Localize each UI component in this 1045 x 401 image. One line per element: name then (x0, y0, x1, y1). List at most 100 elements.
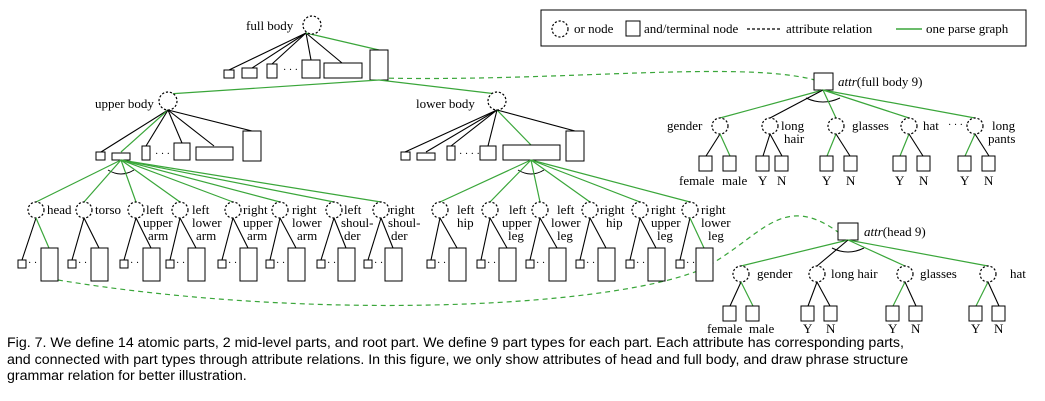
lower-body-tree: lower body · · · · (400, 91, 691, 203)
svg-text:left: left (192, 202, 210, 217)
svg-text:upper: upper (243, 215, 273, 230)
head-or-node (27, 201, 45, 219)
svg-text:lower: lower (292, 215, 322, 230)
attr-head-gender-label: gender (757, 266, 793, 281)
svg-text:· · · ·: · · · · (327, 258, 348, 269)
svg-text:· · · ·: · · · · (487, 258, 508, 269)
svg-text:N: N (911, 321, 921, 335)
svg-text:der: der (344, 228, 361, 243)
left-upper-arm-or-node (127, 201, 145, 219)
svg-text:Y: Y (888, 321, 898, 335)
legend-and-node-label: and/terminal node (644, 21, 738, 36)
attr-head-hat-label: hat (1010, 266, 1026, 281)
attr-full-body-title: attr(full body 9) (838, 74, 923, 89)
svg-text:· · · ·: · · · · (283, 65, 304, 76)
left-lower-leg-or-node (531, 201, 549, 219)
svg-text:N: N (777, 173, 787, 188)
svg-text:male: male (722, 173, 747, 188)
svg-text:· · · ·: · · · · (948, 120, 969, 131)
right-shoulder-or-node (372, 201, 390, 219)
svg-text:hair: hair (784, 131, 805, 146)
svg-text:lower: lower (551, 215, 581, 230)
svg-text:lower: lower (192, 215, 222, 230)
svg-text:· · · ·: · · · · (78, 258, 99, 269)
atomic-parts: head · · · · torso · · · · left upper ar… (17, 201, 731, 282)
svg-text:right: right (600, 202, 625, 217)
svg-text:leg: leg (657, 228, 673, 243)
svg-text:· · · ·: · · · · (437, 258, 458, 269)
upper-body-label: upper body (95, 96, 154, 111)
caption-line: Fig. 7. We define 14 atomic parts, 2 mid… (7, 335, 904, 351)
attr-relation-full-body (379, 70, 816, 81)
svg-text:lower: lower (701, 215, 731, 230)
svg-text:right: right (390, 202, 415, 217)
legend-and-node-icon (625, 20, 641, 37)
svg-text:N: N (919, 173, 929, 188)
full-body-tree: full body · · · · (167, 15, 498, 95)
svg-text:· · · ·: · · · · (536, 258, 557, 269)
svg-text:arm: arm (196, 228, 216, 243)
svg-text:· · · ·: · · · · (586, 258, 607, 269)
svg-text:· · · ·: · · · · (176, 258, 197, 269)
svg-text:upper: upper (143, 215, 173, 230)
caption-line: grammar relation for better illustration… (7, 368, 247, 384)
svg-text:N: N (826, 321, 836, 335)
left-lower-arm-or-node (171, 201, 189, 219)
svg-text:shoul-: shoul- (341, 215, 374, 230)
attr-fb-gender-label: gender (667, 118, 703, 133)
attr-head-title: attr(head 9) (864, 224, 926, 239)
svg-text:Y: Y (758, 173, 768, 188)
svg-text:Y: Y (960, 173, 970, 188)
torso-or-node (75, 201, 93, 219)
legend: or node and/terminal node attribute rela… (540, 9, 1027, 47)
svg-text:· · · ·: · · · · (459, 149, 480, 160)
attr-full-body-node (813, 72, 834, 91)
attr-fb-long-pants-label: long (992, 118, 1016, 133)
left-upper-leg-or-node (481, 201, 499, 219)
svg-text:hip: hip (606, 215, 623, 230)
svg-text:Y: Y (803, 321, 813, 335)
svg-text:upper: upper (502, 215, 532, 230)
legend-parse-label: one parse graph (926, 21, 1009, 36)
attr-fb-hat-label: hat (923, 118, 939, 133)
svg-text:shoul-: shoul- (388, 215, 421, 230)
attr-head-node (837, 222, 859, 241)
right-upper-arm-or-node (224, 201, 242, 219)
full-body-label: full body (246, 18, 294, 33)
right-hip-or-node (581, 201, 599, 219)
upper-body-or-node (158, 91, 178, 111)
svg-text:N: N (994, 321, 1004, 335)
right-lower-leg-or-node (681, 201, 699, 219)
legend-or-node-label: or node (574, 21, 614, 36)
full-body-terminal (369, 49, 389, 81)
svg-text:· · · ·: · · · · (28, 258, 49, 269)
svg-text:· · · ·: · · · · (155, 149, 176, 160)
svg-text:N: N (846, 173, 856, 188)
svg-text:left: left (146, 202, 164, 217)
svg-text:left: left (457, 202, 475, 217)
left-shoulder-or-node (325, 201, 343, 219)
svg-text:· · · ·: · · · · (374, 258, 395, 269)
svg-text:right: right (701, 202, 726, 217)
svg-text:· · · ·: · · · · (636, 258, 657, 269)
figure-caption: Fig. 7. We define 14 atomic parts, 2 mid… (7, 335, 1041, 385)
svg-text:hip: hip (457, 215, 474, 230)
caption-line: and connected with part types through at… (7, 351, 909, 368)
svg-text:left: left (509, 202, 527, 217)
right-lower-arm-or-node (271, 201, 289, 219)
legend-or-node-icon (551, 20, 569, 38)
attr-relation-head (57, 215, 839, 307)
svg-text:upper: upper (651, 215, 681, 230)
svg-text:· · · ·: · · · · (130, 258, 151, 269)
svg-text:female: female (707, 321, 743, 335)
svg-text:N: N (984, 173, 994, 188)
attr-head-tree: attr(head 9) gender female male long hai… (707, 222, 1026, 335)
left-hip-or-node (431, 201, 449, 219)
svg-text:right: right (651, 202, 676, 217)
grammar-diagram: or node and/terminal node attribute rela… (17, 9, 1027, 335)
svg-text:Y: Y (971, 321, 981, 335)
svg-text:left: left (344, 202, 362, 217)
svg-text:der: der (391, 228, 408, 243)
svg-text:male: male (749, 321, 774, 335)
svg-text:arm: arm (247, 228, 267, 243)
